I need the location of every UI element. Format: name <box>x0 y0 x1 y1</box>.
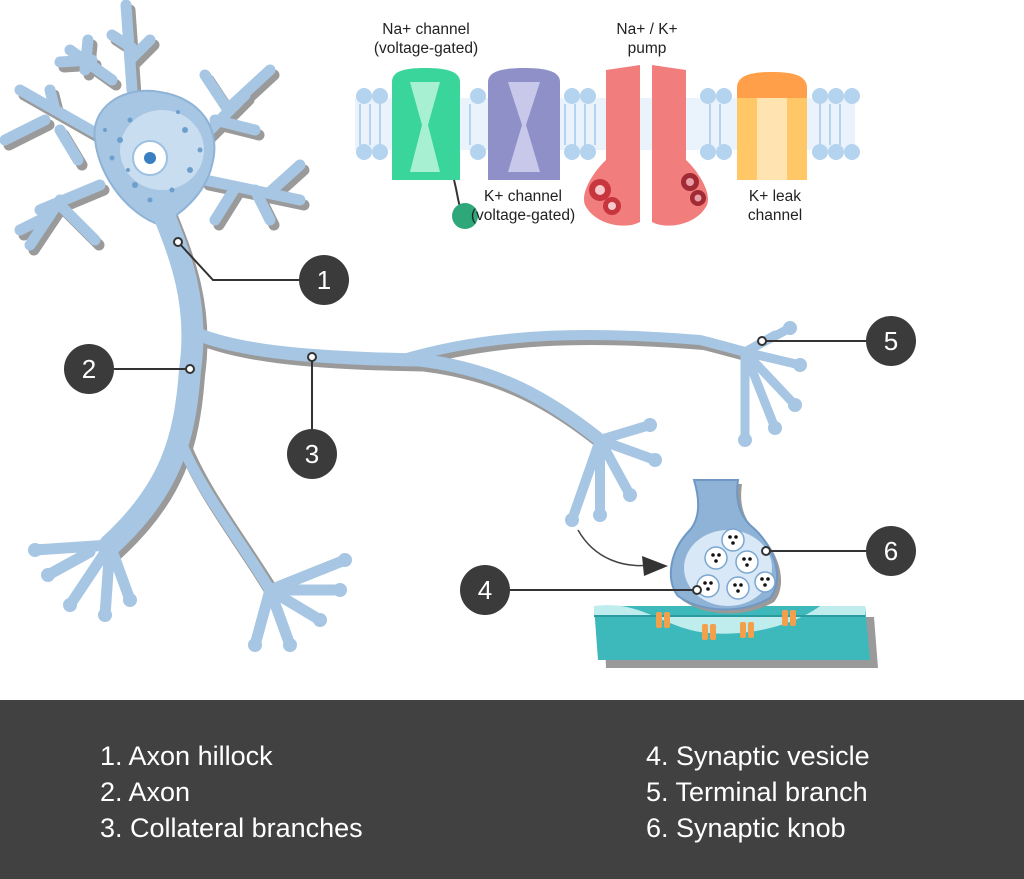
leak-channel-label-line2: channel <box>748 207 802 224</box>
membrane-inset: Na+ channel (voltage-gated) Na+ / K+ pum… <box>355 21 860 229</box>
legend-column-right: 4. Synaptic vesicle 5. Terminal branch 6… <box>646 738 870 846</box>
collateral-branch <box>181 323 607 447</box>
callout-5-point <box>757 336 767 346</box>
callout-4-number: 4 <box>478 575 492 605</box>
callout-1-number: 1 <box>317 265 331 295</box>
cytoplasm-dots <box>103 110 203 203</box>
zoom-arrow-head <box>642 556 668 576</box>
neuron-diagram: Na+ channel (voltage-gated) Na+ / K+ pum… <box>0 0 916 668</box>
dendrites <box>0 0 306 251</box>
callout-marker-2: 2 <box>64 344 114 394</box>
k-leak-channel <box>737 72 807 180</box>
callout-marker-5: 5 <box>866 316 916 366</box>
zoom-arrow <box>577 529 651 567</box>
legend-column-left: 1. Axon hillock 2. Axon 3. Collateral br… <box>100 738 363 846</box>
receptors <box>656 610 796 640</box>
legend-item-axon: 2. Axon <box>100 777 191 807</box>
axon-terminal-branches-lower <box>29 434 351 651</box>
callout-marker-4: 4 <box>460 565 510 615</box>
callout-3-number: 3 <box>305 439 319 469</box>
pump-label-line2: pump <box>628 40 667 57</box>
synapse-inset <box>577 479 878 668</box>
callout-6-point <box>761 546 771 556</box>
callout-1-point <box>173 237 183 247</box>
phospholipid-heads-top <box>356 88 860 104</box>
collateral-terminals <box>567 420 660 525</box>
postsynaptic-membrane <box>594 605 878 668</box>
callout-3-point <box>307 352 317 362</box>
legend-item-collateral-branches: 3. Collateral branches <box>100 813 363 843</box>
callout-4-point <box>692 585 702 595</box>
callouts: 1 2 3 4 <box>64 237 916 615</box>
terminal-branch <box>395 329 750 365</box>
na-channel-label-line2: (voltage-gated) <box>374 40 478 57</box>
legend-panel: 1. Axon hillock 2. Axon 3. Collateral br… <box>0 700 1024 879</box>
phospholipid-tails <box>359 104 841 145</box>
neuron <box>0 0 807 652</box>
callout-marker-3: 3 <box>287 429 337 479</box>
phospholipid-heads-bottom <box>356 144 860 160</box>
axon <box>99 194 204 556</box>
callout-2-point <box>185 364 195 374</box>
leak-channel-label-line1: K+ leak <box>749 188 801 205</box>
na-channel-label-line1: Na+ channel <box>382 21 469 38</box>
legend-item-synaptic-vesicle: 4. Synaptic vesicle <box>646 741 870 771</box>
callout-marker-6: 6 <box>866 526 916 576</box>
legend-item-terminal-branch: 5. Terminal branch <box>646 777 868 807</box>
callout-6-number: 6 <box>884 536 898 566</box>
channel-gate <box>452 203 478 229</box>
legend-item-axon-hillock: 1. Axon hillock <box>100 741 273 771</box>
callout-marker-1: 1 <box>299 255 349 305</box>
k-channel <box>488 68 560 180</box>
k-channel-label-line2: (voltage-gated) <box>471 207 575 224</box>
nucleolus <box>144 152 156 164</box>
terminal-knobs <box>28 321 807 652</box>
legend-item-synaptic-knob: 6. Synaptic knob <box>646 813 846 843</box>
callout-2-number: 2 <box>82 354 96 384</box>
pump-label-line1: Na+ / K+ <box>616 21 677 38</box>
k-channel-label-line1: K+ channel <box>484 188 562 205</box>
callout-1-leader <box>177 241 300 281</box>
callout-5-number: 5 <box>884 326 898 356</box>
na-channel <box>392 68 478 229</box>
na-k-pump <box>584 65 708 226</box>
